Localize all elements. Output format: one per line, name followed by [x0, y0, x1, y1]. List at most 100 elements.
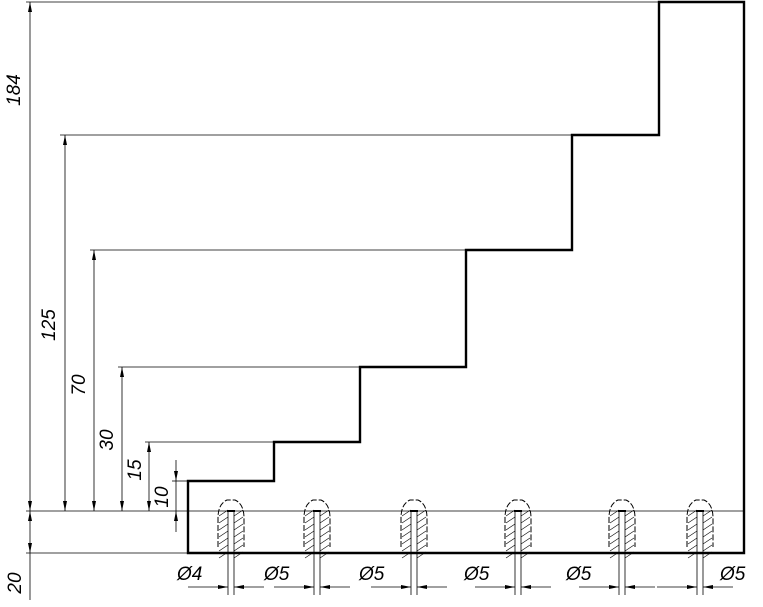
hole-outline: [217, 499, 245, 547]
hatch-line: [319, 537, 330, 545]
label-dia-5: Ø5: [565, 564, 592, 585]
hatch-line: [319, 516, 330, 524]
hatch-line: [624, 509, 635, 517]
hatch-line: [218, 537, 229, 545]
label-70: 70: [69, 374, 90, 396]
pin-hole-3: [371, 499, 447, 595]
hatch-line: [687, 530, 698, 538]
hatch-line: [702, 537, 713, 545]
hatch-line: [505, 544, 516, 552]
hatch-line: [304, 544, 315, 552]
hatch-line: [416, 537, 427, 545]
pin-hole-2: [274, 499, 350, 595]
hatch-line: [702, 509, 713, 517]
hatch-line: [319, 544, 330, 552]
hatch-line: [218, 544, 229, 552]
label-20: 20: [5, 572, 26, 595]
hatch-line: [609, 530, 620, 538]
hatch-line: [416, 551, 427, 559]
hatch-line: [319, 551, 330, 559]
hatch-line: [401, 523, 412, 531]
hatch-line: [702, 530, 713, 538]
label-30: 30: [97, 429, 118, 451]
hatch-line: [609, 551, 620, 559]
pin-hole-1: [188, 499, 264, 595]
hatch-line: [624, 551, 635, 559]
hatch-line: [702, 544, 713, 552]
label-dia-1: Ø4: [176, 564, 202, 585]
hatch-line: [416, 509, 427, 517]
hatch-line: [687, 523, 698, 531]
hole-outline: [303, 499, 331, 547]
hatch-line: [520, 516, 531, 524]
hatch-line: [319, 509, 330, 517]
hatch-line: [520, 544, 531, 552]
hatch-line: [687, 551, 698, 559]
hatch-line: [609, 523, 620, 531]
pin-hole-6: [657, 499, 733, 595]
hatch-line: [505, 509, 516, 517]
hatch-line: [304, 537, 315, 545]
hatch-line: [624, 544, 635, 552]
hatch-line: [520, 509, 531, 517]
hatch-line: [233, 530, 244, 538]
label-dia-4: Ø5: [463, 564, 490, 585]
staircase-outline: [186, 0, 746, 555]
hatch-line: [401, 537, 412, 545]
hatch-line: [233, 509, 244, 517]
pin-hole-5: [579, 499, 655, 595]
hatch-line: [609, 544, 620, 552]
hatch-line: [687, 516, 698, 524]
hatch-line: [609, 516, 620, 524]
hatch-line: [218, 523, 229, 531]
hatch-line: [218, 509, 229, 517]
hatch-line: [304, 523, 315, 531]
hatch-line: [319, 523, 330, 531]
hatch-line: [304, 551, 315, 559]
hatch-line: [609, 537, 620, 545]
hatch-line: [624, 523, 635, 531]
hatch-line: [624, 530, 635, 538]
hatch-line: [218, 551, 229, 559]
hatch-line: [233, 516, 244, 524]
hatch-line: [609, 509, 620, 517]
hole-outline: [686, 499, 714, 547]
hatch-line: [304, 530, 315, 538]
hatch-line: [505, 523, 516, 531]
hole-outline: [504, 499, 532, 547]
hatch-line: [218, 516, 229, 524]
hatch-line: [520, 537, 531, 545]
hatch-line: [416, 530, 427, 538]
hatch-line: [702, 516, 713, 524]
hole-outline: [400, 499, 428, 547]
hatch-line: [416, 516, 427, 524]
label-dia-2: Ø5: [263, 564, 290, 585]
hatch-line: [401, 509, 412, 517]
label-dia-3: Ø5: [358, 564, 385, 585]
hatch-line: [401, 551, 412, 559]
hatch-line: [233, 523, 244, 531]
pin-hole-4: [475, 499, 551, 595]
hatch-line: [624, 516, 635, 524]
hatch-line: [218, 530, 229, 538]
hatch-line: [401, 516, 412, 524]
hatch-line: [233, 537, 244, 545]
hatch-line: [233, 544, 244, 552]
label-dia-6: Ø5: [719, 564, 746, 585]
hatch-line: [304, 516, 315, 524]
hole-outline: [608, 499, 636, 547]
hatch-line: [505, 530, 516, 538]
label-184: 184: [4, 74, 25, 106]
hatch-line: [505, 516, 516, 524]
hatch-line: [520, 530, 531, 538]
hatch-line: [505, 551, 516, 559]
hatch-line: [520, 551, 531, 559]
hatch-line: [702, 523, 713, 531]
hatch-line: [319, 530, 330, 538]
hatch-line: [505, 537, 516, 545]
hatch-line: [233, 551, 244, 559]
label-125: 125: [39, 309, 60, 341]
hatch-line: [401, 544, 412, 552]
hatch-line: [416, 523, 427, 531]
